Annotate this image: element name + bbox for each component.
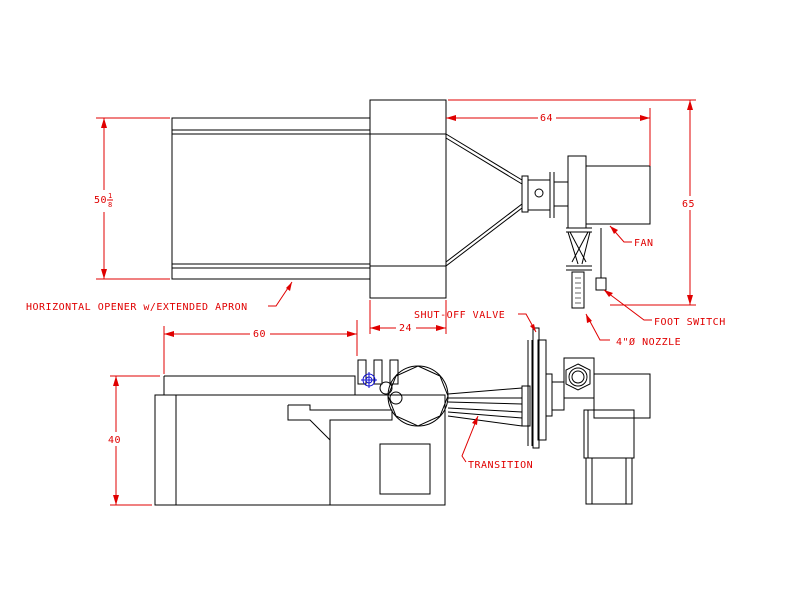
dim-64: 64 bbox=[446, 99, 696, 166]
dimensions: 64 65 50 1 8 bbox=[92, 99, 700, 506]
callout-foot-switch: FOOT SWITCH bbox=[603, 289, 726, 328]
fan-label: FAN bbox=[634, 238, 654, 249]
dim-24-label: 24 bbox=[399, 323, 412, 334]
nozzle-label: 4"Ø NOZZLE bbox=[616, 336, 681, 348]
dim-50-1-8: 50 1 8 bbox=[92, 117, 170, 280]
foot-switch-label: FOOT SWITCH bbox=[654, 317, 726, 328]
callout-horizontal-opener: HORIZONTAL OPENER w/EXTENDED APRON bbox=[26, 281, 293, 313]
transition-label: TRANSITION bbox=[468, 460, 533, 471]
dim-65-label: 65 bbox=[682, 199, 695, 210]
dim-40: 40 bbox=[106, 375, 160, 506]
callout-fan: FAN bbox=[609, 225, 654, 249]
plan-view bbox=[171, 99, 651, 309]
horizontal-opener-label: HORIZONTAL OPENER w/EXTENDED APRON bbox=[26, 302, 248, 313]
dim-50-label: 50 bbox=[94, 195, 107, 206]
valve-plan bbox=[527, 172, 569, 218]
opener-side bbox=[154, 375, 446, 506]
callout-transition: TRANSITION bbox=[461, 415, 533, 471]
transition-side bbox=[447, 385, 531, 427]
callouts: FAN FOOT SWITCH 4"Ø NOZZLE SHUT-OFF VALV… bbox=[26, 225, 726, 471]
dim-64-label: 64 bbox=[540, 113, 553, 124]
dim-50-fraction-den: 8 bbox=[108, 201, 112, 209]
fan-side bbox=[563, 357, 651, 505]
sensor-symbol bbox=[361, 372, 377, 388]
valve-side bbox=[527, 327, 565, 449]
dim-40-label: 40 bbox=[108, 435, 121, 446]
dim-65: 65 bbox=[610, 100, 700, 306]
transition-plan bbox=[445, 133, 529, 267]
callout-shutoff-valve: SHUT-OFF VALVE bbox=[414, 310, 537, 333]
opener-apron-plan bbox=[171, 117, 371, 280]
side-view bbox=[154, 327, 651, 506]
callout-nozzle: 4"Ø NOZZLE bbox=[585, 313, 681, 348]
foot-switch-plan bbox=[595, 228, 607, 291]
feed-rollers-side bbox=[357, 359, 449, 427]
shutoff-valve-label: SHUT-OFF VALVE bbox=[414, 310, 505, 321]
nozzle-plan bbox=[566, 227, 592, 309]
opener-box-plan bbox=[369, 99, 447, 299]
dim-60-label: 60 bbox=[253, 329, 266, 340]
dim-50-fraction-num: 1 bbox=[108, 192, 112, 200]
fan-plan bbox=[567, 155, 651, 229]
dim-60: 60 bbox=[163, 320, 358, 374]
dim-24: 24 bbox=[369, 300, 447, 334]
